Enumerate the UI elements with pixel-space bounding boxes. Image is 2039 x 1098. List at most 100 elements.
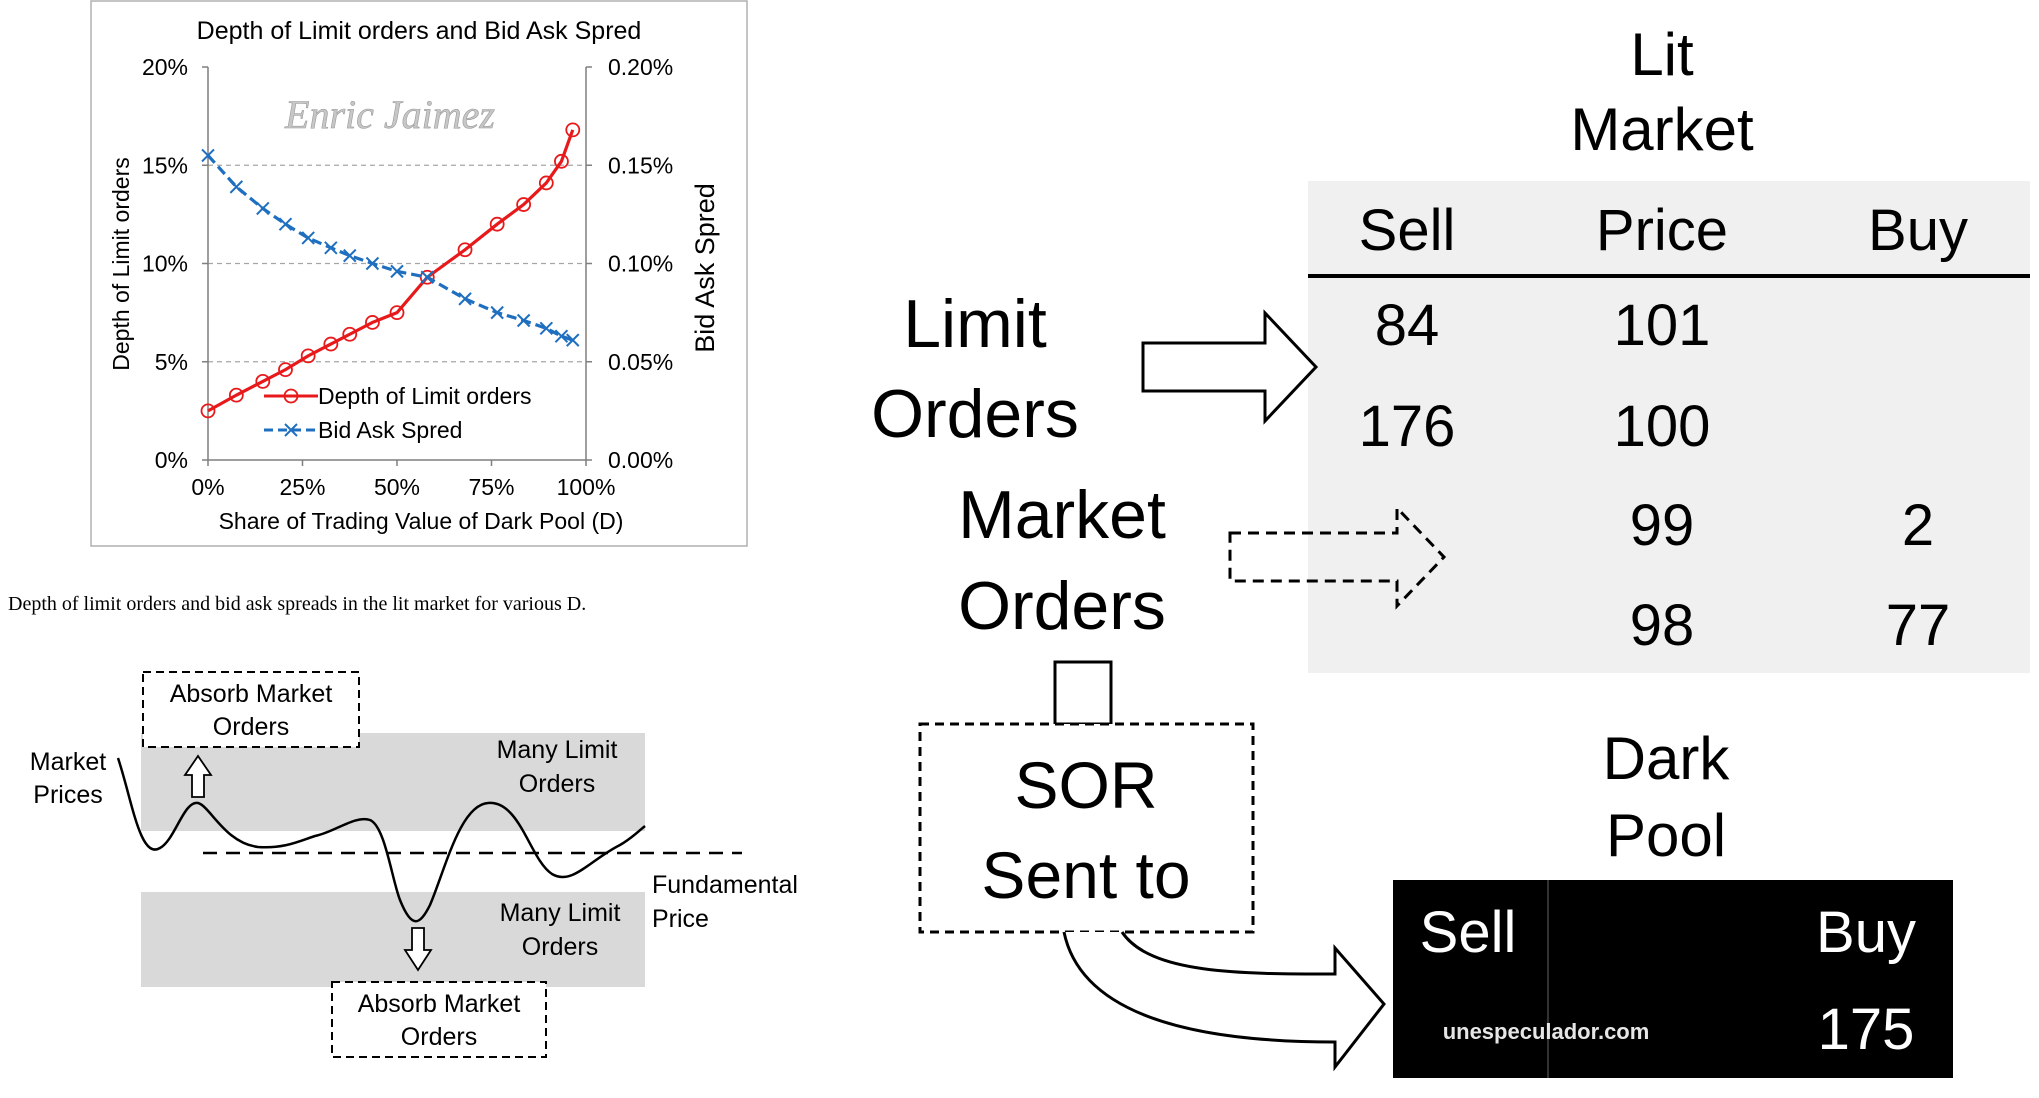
many-limit-top-line2: Orders (519, 770, 595, 798)
many-limit-top-line1: Many Limit (497, 736, 618, 764)
lit-row3-price: 99 (1630, 493, 1695, 558)
spread-point (278, 217, 293, 231)
absorb-top-line2: Orders (213, 713, 289, 741)
chart-title: Depth of Limit orders and Bid Ask Spred (197, 17, 642, 45)
legend-entry-spread: Bid Ask Spred (264, 417, 462, 443)
legend-entry-depth: Depth of Limit orders (264, 383, 531, 409)
lit-row2-sell: 176 (1359, 394, 1456, 459)
y-left-axis-label: Depth of Limit orders (108, 157, 134, 370)
dark-pool-table: Dark Pool Sell Buy 175 unespeculador.com (1393, 725, 1953, 1078)
limit-orders-arrow-icon (1141, 309, 1319, 425)
price-band-diagram: Absorb Market Orders Absorb Market Order… (30, 671, 798, 1058)
lit-market-table: Lit Market Sell Price Buy 84 101 176 100… (1308, 21, 2030, 673)
sor-connector (1053, 660, 1113, 726)
dark-header-buy: Buy (1816, 900, 1916, 965)
spread-point (324, 241, 338, 255)
depth-point (389, 305, 405, 321)
spread-point (343, 248, 357, 263)
series-layer (200, 122, 581, 419)
spread-point (458, 292, 472, 306)
y-right-tick-labels: 0.00%0.05%0.10%0.15%0.20% (608, 54, 673, 473)
spread-point (229, 180, 244, 194)
market-prices-line1: Market (30, 748, 106, 776)
lit-header-price: Price (1596, 198, 1728, 263)
sor-line2: Sent to (981, 838, 1190, 912)
chart-watermark: Enric Jaimez (284, 92, 495, 137)
limit-orders-line2: Orders (871, 376, 1079, 452)
spread-point (490, 305, 504, 320)
y-left-tick-labels: 0%5%10%15%20% (142, 54, 188, 473)
down-arrow-icon (403, 927, 433, 972)
fundamental-line1: Fundamental (652, 871, 798, 899)
upper-limit-band (141, 733, 645, 831)
lit-row3-buy: 2 (1902, 493, 1934, 558)
depth-point (457, 242, 473, 258)
spread-point (301, 231, 315, 245)
x-tick-label: 25% (279, 474, 325, 500)
lower-limit-band (141, 892, 645, 987)
chart-grid (202, 66, 592, 466)
depth-point (489, 216, 505, 232)
x-tick-label: 75% (468, 474, 514, 500)
series-line-depth (207, 129, 575, 413)
spread-point (539, 321, 554, 336)
lit-row1-price: 101 (1614, 293, 1711, 358)
series-line-spread (206, 154, 574, 342)
x-tick-label: 100% (557, 474, 616, 500)
depth-point (365, 315, 380, 330)
depth-point (419, 269, 435, 285)
depth-point (300, 348, 316, 364)
legend-label-depth: Depth of Limit orders (318, 383, 531, 409)
spread-point (390, 264, 404, 279)
market-prices-line2: Prices (33, 781, 102, 809)
limit-orders-line1: Limit (903, 286, 1047, 362)
spread-point (201, 148, 215, 163)
up-arrow-icon (183, 754, 213, 798)
dark-table-background (1393, 880, 1953, 1078)
sor-box (918, 722, 1255, 934)
y-right-axis-label: Bid Ask Spred (690, 183, 720, 353)
lit-title-line1: Lit (1630, 21, 1694, 88)
y-left-tick-label: 20% (142, 54, 188, 80)
legend-label-spread: Bid Ask Spred (318, 417, 462, 443)
y-right-tick-label: 0.10% (608, 251, 673, 277)
lit-row2-price: 100 (1614, 394, 1711, 459)
spread-point (420, 270, 434, 284)
y-right-tick-label: 0.20% (608, 54, 673, 80)
absorb-top-line1: Absorb Market (170, 680, 333, 708)
x-axis-label: Share of Trading Value of Dark Pool (D) (219, 508, 624, 534)
absorb-bottom-line1: Absorb Market (358, 990, 521, 1018)
y-right-tick-label: 0.15% (608, 152, 673, 178)
dark-title-line2: Pool (1606, 802, 1726, 869)
y-right-tick-label: 0.05% (608, 349, 673, 375)
depth-point (255, 373, 271, 389)
absorb-bottom-line2: Orders (401, 1023, 477, 1051)
y-left-tick-label: 15% (142, 152, 188, 178)
depth-point (516, 197, 532, 212)
y-left-tick-label: 0% (155, 447, 188, 473)
x-tick-labels: 0%25%50%75%100% (191, 474, 615, 500)
spread-point (516, 313, 531, 328)
lit-title-line2: Market (1570, 96, 1754, 163)
figure-caption: Depth of limit orders and bid ask spread… (8, 593, 586, 615)
depth-point (323, 336, 339, 352)
many-limit-bottom-line2: Orders (522, 933, 598, 961)
dark-header-sell: Sell (1420, 900, 1517, 965)
depth-point (538, 175, 554, 191)
market-price-curve (116, 757, 646, 923)
lit-row4-buy: 77 (1886, 593, 1951, 658)
depth-point (228, 387, 244, 403)
many-limit-bottom-line1: Many Limit (500, 899, 621, 927)
depth-point (565, 122, 581, 138)
lit-table-background (1308, 181, 2030, 673)
lit-header-sell: Sell (1359, 198, 1456, 263)
lit-row4-price: 98 (1630, 593, 1695, 658)
dark-buy-value: 175 (1818, 997, 1915, 1062)
spread-point (554, 329, 569, 343)
market-orders-line2: Orders (958, 568, 1166, 644)
absorb-box-bottom (331, 981, 547, 1058)
depth-point (554, 153, 569, 169)
sor-line1: SOR (1014, 748, 1157, 822)
spread-point (365, 256, 380, 271)
